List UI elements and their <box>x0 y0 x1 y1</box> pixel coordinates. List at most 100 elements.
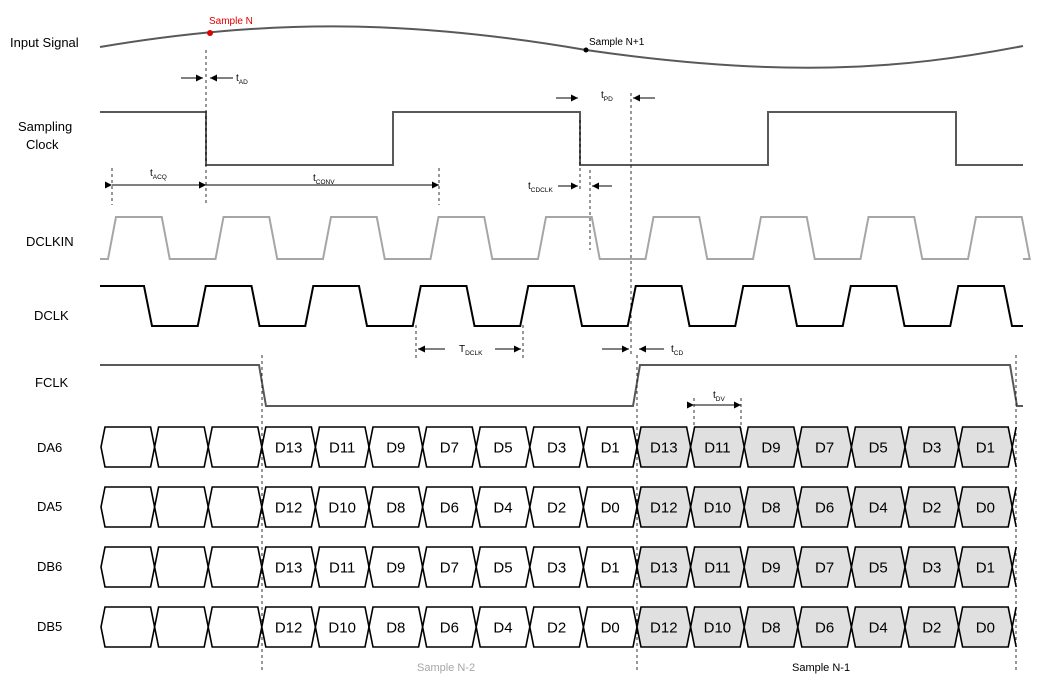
bus-cell-edge <box>1011 606 1017 648</box>
sample-n1-label: Sample N+1 <box>589 37 645 48</box>
label-da5: DA5 <box>37 499 62 514</box>
bus-cell-label: D1 <box>976 560 995 577</box>
bus-cell-label: D2 <box>547 500 566 517</box>
label-dclkin: DCLKIN <box>26 234 74 249</box>
t-cd-sub: CD <box>674 350 684 357</box>
footer-sample-n1: Sample N-1 <box>792 662 850 674</box>
t-acq-t: t <box>150 168 153 179</box>
footer-sample-n2: Sample N-2 <box>417 662 475 674</box>
t-ad-annotation: tAD <box>181 73 248 86</box>
bus-cell-label: D7 <box>815 560 834 577</box>
bus-cell-label: D8 <box>761 500 780 517</box>
bus-cell-label: D12 <box>275 620 303 637</box>
bus-cell-label: D13 <box>275 560 303 577</box>
bus-cell-label: D13 <box>650 440 678 457</box>
bus-cell <box>207 606 263 648</box>
svg-text:tCDCLK: tCDCLK <box>528 181 553 194</box>
t-dclk-T: T <box>459 344 465 355</box>
bus-cell-label: D11 <box>704 440 730 457</box>
label-db5: DB5 <box>37 619 62 634</box>
bus-cell-label: D0 <box>976 500 995 517</box>
bus-cell-label: D3 <box>922 440 941 457</box>
bus-cell-label: D1 <box>601 440 620 457</box>
label-dclk: DCLK <box>34 308 69 323</box>
bus-cell-label: D2 <box>922 500 941 517</box>
bus-cell-label: D1 <box>601 560 620 577</box>
bus-cell-label: D2 <box>922 620 941 637</box>
bus-cell-label: D7 <box>815 440 834 457</box>
sample-n1-point <box>583 47 589 53</box>
t-dv-t: t <box>713 390 716 401</box>
bus-cell-label: D13 <box>650 560 678 577</box>
bus-cell <box>207 486 263 528</box>
sample-n-point <box>207 30 213 36</box>
bus-cell-label: D5 <box>869 440 888 457</box>
bus-cell-label: D8 <box>386 620 405 637</box>
bus-cell-label: D13 <box>275 440 303 457</box>
sampling-clock-waveform <box>100 111 1023 166</box>
label-da6: DA6 <box>37 440 62 455</box>
bus-cell-label: D7 <box>440 440 459 457</box>
reference-lines <box>111 50 1017 672</box>
bus-cell <box>100 546 156 588</box>
bus-cell-label: D6 <box>815 620 834 637</box>
bus-cell-label: D8 <box>386 500 405 517</box>
bus-cell-label: D0 <box>601 620 620 637</box>
bus-cell-label: D9 <box>761 440 780 457</box>
dclkin-waveform <box>100 216 1031 260</box>
label-sampling-clock-line2: Clock <box>26 137 59 152</box>
svg-text:TDCLK: TDCLK <box>459 344 483 357</box>
t-pd-t: t <box>601 90 604 101</box>
svg-text:tAD: tAD <box>236 73 248 86</box>
t-dv-annotation: tDV <box>687 390 741 409</box>
label-db6: DB6 <box>37 559 62 574</box>
bus-cell-label: D0 <box>976 620 995 637</box>
bus-cell-edge <box>1011 426 1017 468</box>
bus-cell-label: D9 <box>386 560 405 577</box>
bus-cell-label: D3 <box>547 440 566 457</box>
svg-text:tPD: tPD <box>601 90 613 103</box>
fclk-waveform <box>100 364 1023 407</box>
bus-cell-label: D10 <box>328 620 356 637</box>
bus-cell <box>153 546 210 588</box>
bus-cell-label: D3 <box>547 560 566 577</box>
bus-cell-label: D4 <box>493 620 512 637</box>
t-cd-annotation: tCD <box>602 344 683 357</box>
t-cdclk-annotation: tCDCLK <box>528 181 612 194</box>
svg-text:tDV: tDV <box>713 390 725 403</box>
input-signal-waveform <box>99 25 1024 69</box>
bus-cell-label: D5 <box>493 560 512 577</box>
bus-cell-label: D6 <box>440 620 459 637</box>
t-conv-sub: CONV <box>316 179 335 186</box>
t-pd-annotation: tPD <box>556 90 655 103</box>
t-conv-t: t <box>313 173 316 184</box>
bus-cell-label: D4 <box>869 500 888 517</box>
bus-cell-label: D1 <box>976 440 995 457</box>
t-cdclk-sub: CDCLK <box>531 187 554 194</box>
bus-cell-label: D10 <box>704 500 732 517</box>
sample-n-label: Sample N <box>209 16 253 27</box>
bus-cell-label: D9 <box>761 560 780 577</box>
bus-cell <box>100 606 156 648</box>
bus-cell-edge <box>1011 546 1017 588</box>
t-acq-annotation: tACQ <box>105 168 206 189</box>
bus-cell-label: D12 <box>275 500 303 517</box>
bus-cell-label: D11 <box>329 440 355 457</box>
bus-cell <box>207 426 263 468</box>
t-dv-sub: DV <box>716 396 726 403</box>
bus-cell-label: D12 <box>650 620 678 637</box>
dclk-waveform <box>100 285 1023 327</box>
bus-cell-label: D5 <box>493 440 512 457</box>
bus-cell-edge <box>1011 486 1017 528</box>
svg-text:tACQ: tACQ <box>150 168 167 181</box>
t-pd-sub: PD <box>604 96 613 103</box>
bus-cell-label: D10 <box>704 620 732 637</box>
bus-cell-label: D5 <box>869 560 888 577</box>
bus-cell-label: D6 <box>440 500 459 517</box>
t-ad-t: t <box>236 73 239 84</box>
